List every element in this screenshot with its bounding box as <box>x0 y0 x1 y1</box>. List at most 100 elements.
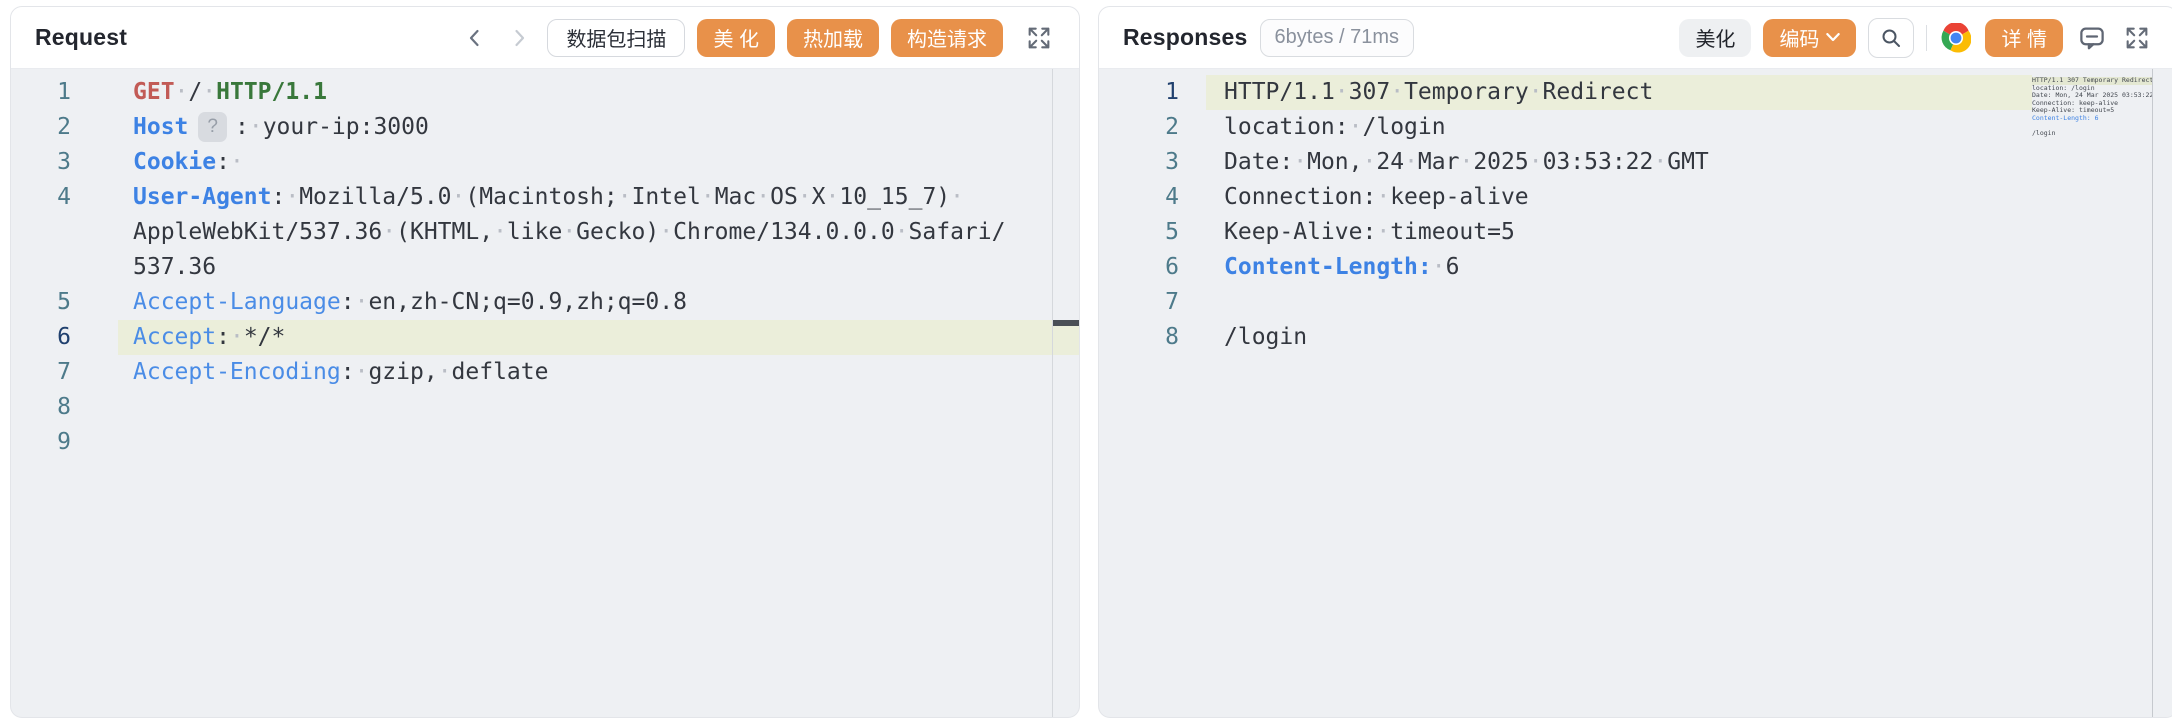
code-token: (KHTML, <box>396 219 494 245</box>
whitespace-dot: · <box>285 184 300 210</box>
line-number: 2 <box>57 114 71 140</box>
code-token: location: <box>1224 114 1349 140</box>
minimap-line: Date: Mon, 24 Mar 2025 03:53:22 GMT <box>2032 91 2152 99</box>
whitespace-dot: · <box>1334 79 1349 105</box>
details-button[interactable]: 详 情 <box>1985 18 2063 57</box>
code-token: gzip, <box>368 359 438 385</box>
code-token: Host <box>133 114 189 140</box>
code-token: 1.1 <box>285 79 327 105</box>
chrome-icon <box>1941 22 1972 53</box>
code-line[interactable]: 7 <box>1099 285 2172 320</box>
whitespace-dot: · <box>1528 149 1543 175</box>
whitespace-dot: · <box>1459 149 1474 175</box>
whitespace-dot: · <box>1390 79 1405 105</box>
whitespace-dot: · <box>354 359 369 385</box>
code-token: Accept <box>133 324 217 350</box>
expand-arrows-icon <box>2126 27 2148 48</box>
beautify-button[interactable]: 美 化 <box>697 18 775 57</box>
code-line-text: Keep-Alive:·timeout=5 <box>1224 215 2172 250</box>
whitespace-dot: · <box>437 359 452 385</box>
request-expand-button[interactable] <box>1023 22 1055 54</box>
code-token: Mac <box>714 184 757 210</box>
line-number: 4 <box>57 184 71 210</box>
code-line-text: HTTP/1.1·307·Temporary·Redirect <box>1224 75 2172 110</box>
code-token: : <box>340 359 355 385</box>
response-beautify-button[interactable]: 美化 <box>1679 18 1752 57</box>
line-number: 3 <box>57 149 71 175</box>
search-button[interactable] <box>1868 17 1915 58</box>
whitespace-dot: · <box>894 219 909 245</box>
response-size-time-badge: 6bytes / 71ms <box>1259 18 1415 57</box>
speech-bubble-icon <box>2080 27 2104 49</box>
code-token: like <box>506 219 563 245</box>
code-token: 134.0.0.0 <box>770 219 895 245</box>
code-token: : <box>340 289 355 315</box>
construct-request-button[interactable]: 构造请求 <box>891 18 1003 57</box>
prev-packet-button[interactable] <box>459 24 491 52</box>
whitespace-dot: · <box>700 184 715 210</box>
code-token: GET <box>133 79 175 105</box>
code-token: / <box>188 79 203 105</box>
code-line-text: Cookie:· <box>133 145 1023 180</box>
code-line-text: Accept:·*/* <box>133 320 1023 355</box>
whitespace-dot: · <box>562 219 577 245</box>
whitespace-dot: · <box>248 114 263 140</box>
code-token: X <box>811 184 826 210</box>
search-icon <box>1882 29 1901 47</box>
code-token: 307 <box>1348 79 1391 105</box>
code-token: 6 <box>1445 254 1460 280</box>
encode-dropdown-button[interactable]: 编码 <box>1763 18 1857 57</box>
hot-reload-button[interactable]: 热加载 <box>787 18 879 57</box>
code-line[interactable]: 3 Cookie:· <box>11 145 1079 180</box>
comment-button[interactable] <box>2075 21 2109 55</box>
next-packet-button[interactable] <box>503 24 535 52</box>
code-token: Mon, <box>1307 149 1363 175</box>
code-token: 10_15_7) <box>839 184 951 210</box>
code-token: (Macintosh; <box>465 184 618 210</box>
overview-ruler[interactable] <box>1052 69 1079 717</box>
code-line-text: Date:·Mon,·24·Mar·2025·03:53:22·GMT <box>1224 145 2172 180</box>
whitespace-dot: · <box>1348 114 1363 140</box>
minimap-line: Connection: keep-alive <box>2032 98 2119 107</box>
code-token: OS <box>770 184 798 210</box>
code-line[interactable]: 8/login <box>1099 320 2172 355</box>
code-token: Gecko) <box>576 219 660 245</box>
minimap-line: location: /login <box>2032 83 2095 92</box>
response-title: Responses <box>1123 24 1248 50</box>
whitespace-dot: · <box>451 184 466 210</box>
code-line[interactable]: 9 <box>11 425 1079 460</box>
host-help-badge[interactable]: ? <box>198 112 227 142</box>
code-line[interactable]: 8 <box>11 390 1079 425</box>
open-in-browser-button[interactable] <box>1939 21 1973 55</box>
scrollbar-gutter[interactable] <box>2152 69 2172 717</box>
code-line-text: Accept-Language:·en,zh-CN;q=0.9,zh;q=0.8 <box>133 285 1023 320</box>
code-token: / <box>1224 324 1238 350</box>
whitespace-dot: · <box>617 184 632 210</box>
whitespace-dot: · <box>229 149 244 175</box>
line-number: 4 <box>1165 184 1179 210</box>
whitespace-dot: · <box>1376 219 1391 245</box>
code-token: 1.1 <box>1293 79 1335 105</box>
line-number: 7 <box>1165 289 1179 315</box>
whitespace-dot: · <box>1376 184 1391 210</box>
response-expand-button[interactable] <box>2121 22 2153 54</box>
code-token: Date: <box>1224 149 1294 175</box>
cursor-position-mark <box>1053 320 1079 326</box>
packet-scan-button[interactable]: 数据包扫描 <box>547 18 686 57</box>
